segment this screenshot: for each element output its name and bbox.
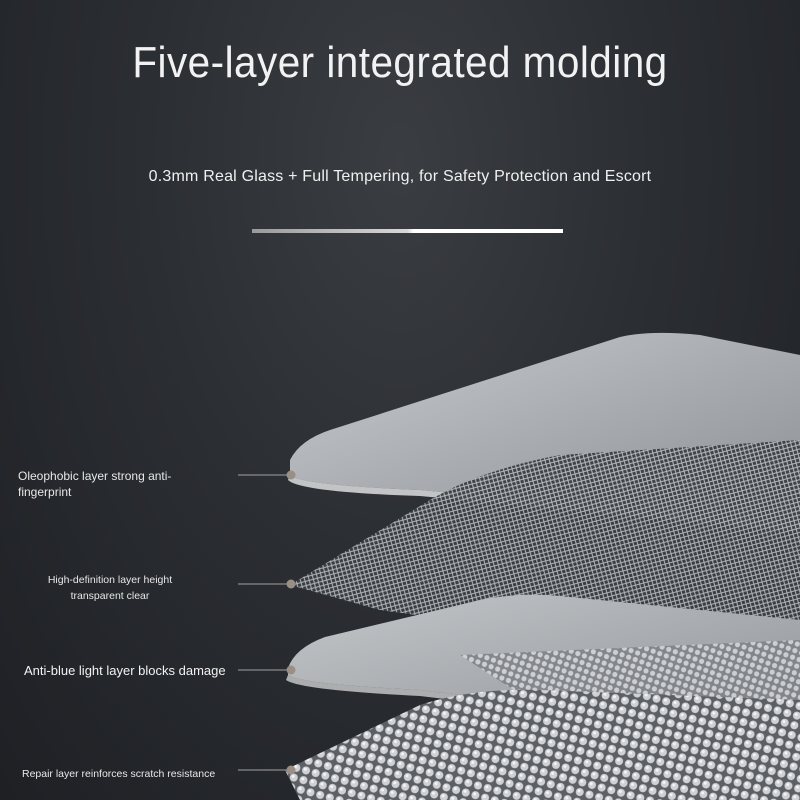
divider-bar (252, 229, 563, 233)
pointer-dots (286, 470, 296, 775)
layer-repair (285, 689, 800, 800)
label-high-definition: High-definition layer height transparent… (47, 574, 173, 602)
page-title: Five-layer integrated molding (132, 38, 668, 87)
layer-stack-illustration (238, 332, 800, 800)
label-anti-blue: Anti-blue light layer blocks damage (24, 663, 226, 678)
page-subtitle: 0.3mm Real Glass + Full Tempering, for S… (148, 168, 652, 185)
pointer-lines (238, 474, 290, 771)
layer-high-definition (290, 440, 800, 650)
label-repair: Repair layer reinforces scratch resistan… (22, 768, 216, 780)
label-oleophobic: Oleophobic layer strong anti-fingerprint (18, 469, 172, 499)
